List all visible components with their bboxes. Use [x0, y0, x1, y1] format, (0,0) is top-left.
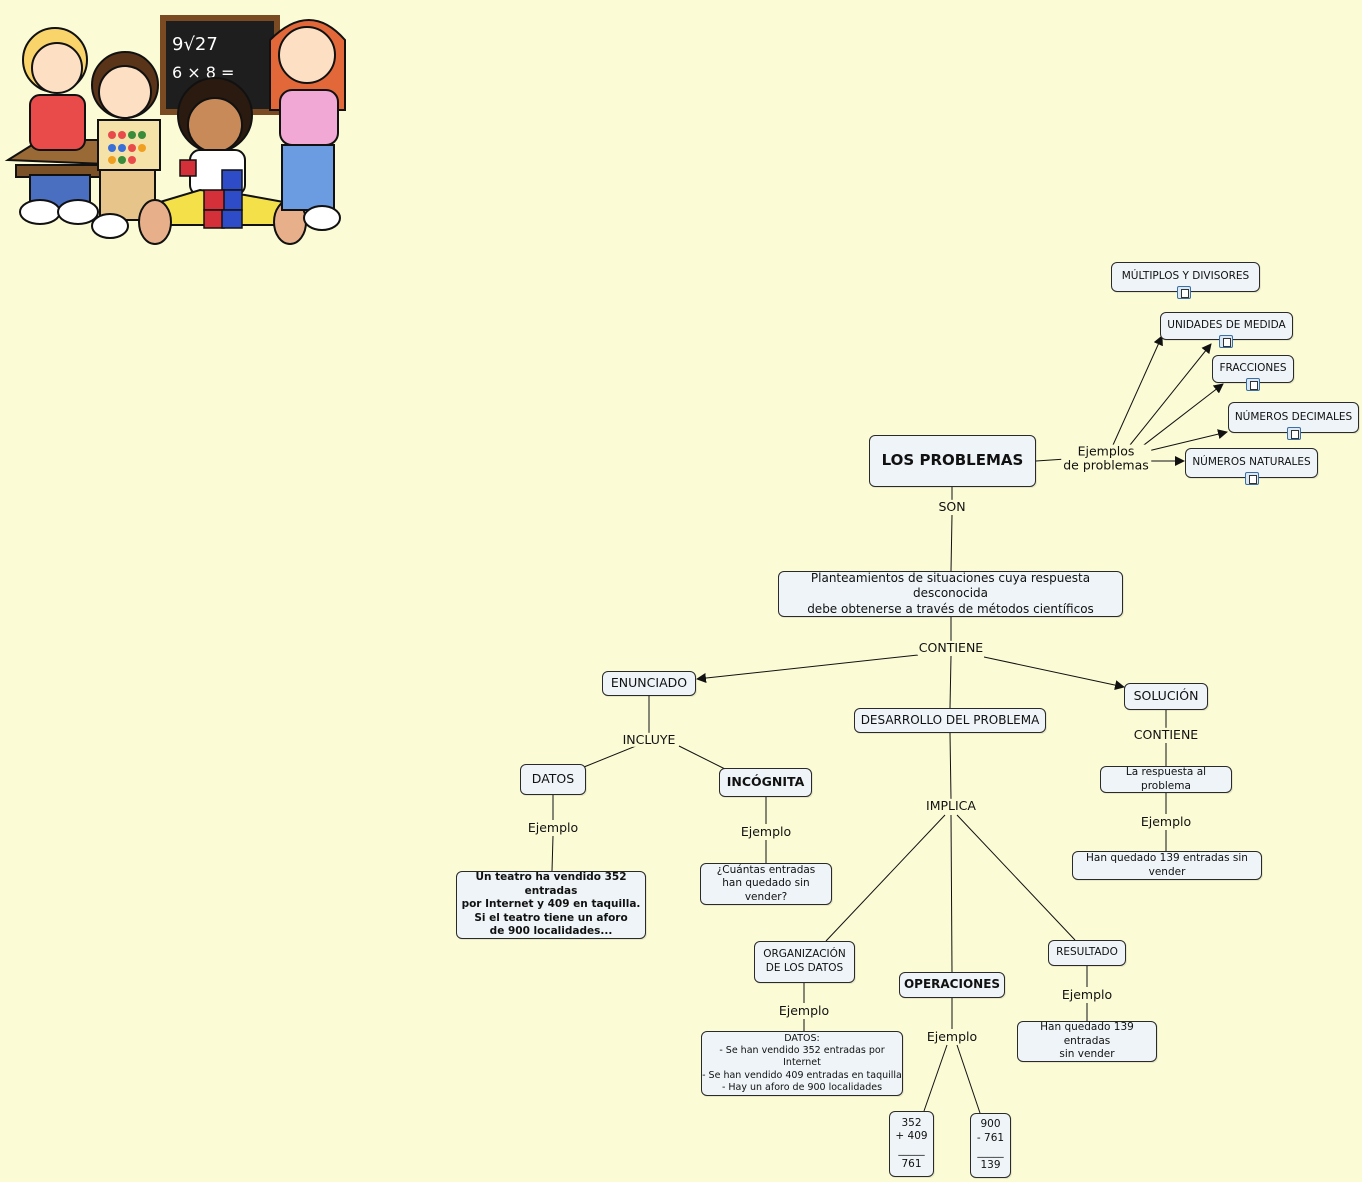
node-resultado-ejemplo[interactable]: Han quedado 139 entradas sin vender — [1017, 1021, 1157, 1062]
node-label: ORGANIZACIÓN DE LOS DATOS — [763, 948, 846, 974]
node-label: MÚLTIPLOS Y DIVISORES — [1121, 270, 1250, 283]
link-ejemplo-resta — [956, 1044, 981, 1114]
node-datos[interactable]: DATOS — [520, 764, 586, 795]
link-label-incluye: INCLUYE — [620, 731, 678, 748]
node-operacion-resta[interactable]: 900 - 761 _____ 139 — [970, 1113, 1011, 1178]
node-desarrollo-del-problema[interactable]: DESARROLLO DEL PROBLEMA — [854, 708, 1046, 733]
link-son-definition — [950, 514, 953, 572]
link-label-contiene: CONTIENE — [916, 639, 986, 656]
node-operaciones[interactable]: OPERACIONES — [899, 972, 1005, 998]
link-implica-resultado — [956, 814, 1076, 941]
link-incluye-incognita — [678, 745, 726, 770]
link-root-ejemplos — [1035, 458, 1067, 462]
node-label: Han quedado 139 entradas sin vender — [1040, 1021, 1134, 1061]
node-incognita-ejemplo[interactable]: ¿Cuántas entradas han quedado sin vender… — [700, 863, 832, 905]
resource-document-icon[interactable] — [1246, 378, 1260, 391]
node-label: NÚMEROS DECIMALES — [1234, 410, 1353, 423]
arrow-unidades — [1129, 343, 1212, 446]
node-label: SOLUCIÓN — [1133, 688, 1199, 704]
node-label: NÚMEROS NATURALES — [1192, 456, 1311, 469]
link-label-ejemplo-resultado: Ejemplo — [1059, 986, 1115, 1003]
node-label: RESULTADO — [1056, 946, 1118, 959]
node-organizacion-ejemplo[interactable]: DATOS: - Se han vendido 352 entradas por… — [701, 1031, 903, 1096]
root-node-los-problemas[interactable]: LOS PROBLEMAS — [869, 435, 1036, 487]
arrow-multiplos — [1112, 335, 1163, 446]
node-label: 352 + 409 _____ 761 — [895, 1116, 928, 1170]
link-implica-operaciones — [950, 814, 953, 973]
node-resultado[interactable]: RESULTADO — [1048, 940, 1126, 966]
arrow-decimales — [1147, 429, 1228, 452]
node-operacion-suma[interactable]: 352 + 409 _____ 761 — [889, 1111, 934, 1177]
node-label: DATOS — [531, 771, 575, 787]
arrow-solucion — [983, 656, 1125, 691]
root-node-label: LOS PROBLEMAS — [881, 451, 1024, 470]
link-ejemplo-suma — [923, 1044, 948, 1112]
node-label: DESARROLLO DEL PROBLEMA — [860, 712, 1040, 727]
link-label-contiene-solucion: CONTIENE — [1131, 726, 1201, 743]
link-label-ejemplo-datos: Ejemplo — [525, 819, 581, 836]
node-label: DATOS: - Se han vendido 352 entradas por… — [702, 1032, 902, 1094]
node-label: UNIDADES DE MEDIDA — [1167, 319, 1286, 332]
node-unidades-de-medida[interactable]: UNIDADES DE MEDIDA — [1160, 312, 1293, 340]
node-label: ENUNCIADO — [610, 675, 688, 691]
node-organizacion-de-los-datos[interactable]: ORGANIZACIÓN DE LOS DATOS — [754, 941, 855, 983]
link-label-ejemplo-incognita: Ejemplo — [738, 823, 794, 840]
node-label: FRACCIONES — [1219, 362, 1287, 375]
link-incluye-datos — [583, 745, 637, 768]
children-clipart-image: 9√27 6 × 8 = — [4, 15, 346, 245]
link-label-ejemplos-de-problemas: Ejemplos de problemas — [1061, 443, 1151, 474]
link-label-ejemplo-operaciones: Ejemplo — [924, 1028, 980, 1045]
node-solucion-ejemplo[interactable]: Han quedado 139 entradas sin vender — [1072, 851, 1262, 880]
link-desarrollo — [949, 655, 952, 709]
svg-text:9√27: 9√27 — [172, 34, 218, 55]
node-datos-ejemplo[interactable]: Un teatro ha vendido 352 entradas por In… — [456, 871, 646, 939]
resource-document-icon[interactable] — [1219, 335, 1233, 348]
link-desarrollo-implica — [949, 732, 952, 800]
link-label-son: SON — [936, 498, 968, 515]
node-incognita[interactable]: INCÓGNITA — [719, 768, 812, 797]
resource-document-icon[interactable] — [1287, 427, 1301, 440]
node-label: Un teatro ha vendido 352 entradas por In… — [461, 870, 641, 938]
arrow-fracciones — [1139, 383, 1224, 449]
link-label-implica: IMPLICA — [924, 797, 978, 814]
node-label: 900 - 761 _____ 139 — [976, 1118, 1005, 1172]
link-ejemplo-datos-ex — [551, 835, 554, 872]
node-definition[interactable]: Planteamientos de situaciones cuya respu… — [778, 571, 1123, 617]
link-label-ejemplo-organizacion: Ejemplo — [776, 1002, 832, 1019]
node-label: Planteamientos de situaciones cuya respu… — [807, 570, 1094, 616]
arrow-enunciado — [696, 654, 919, 683]
node-fracciones[interactable]: FRACCIONES — [1212, 355, 1294, 383]
resource-document-icon[interactable] — [1177, 286, 1191, 299]
node-label: OPERACIONES — [903, 977, 1001, 992]
node-label: ¿Cuántas entradas han quedado sin vender… — [716, 863, 816, 903]
node-enunciado[interactable]: ENUNCIADO — [602, 671, 696, 696]
node-label: Han quedado 139 entradas sin vender — [1086, 851, 1248, 878]
node-solucion[interactable]: SOLUCIÓN — [1124, 683, 1208, 710]
link-implica-organizacion — [825, 814, 946, 942]
resource-document-icon[interactable] — [1245, 472, 1259, 485]
node-label: INCÓGNITA — [726, 774, 805, 790]
node-la-respuesta-al-problema[interactable]: La respuesta al problema — [1100, 766, 1232, 793]
link-label-ejemplo-solucion: Ejemplo — [1138, 813, 1194, 830]
node-label: La respuesta al problema — [1125, 765, 1207, 792]
